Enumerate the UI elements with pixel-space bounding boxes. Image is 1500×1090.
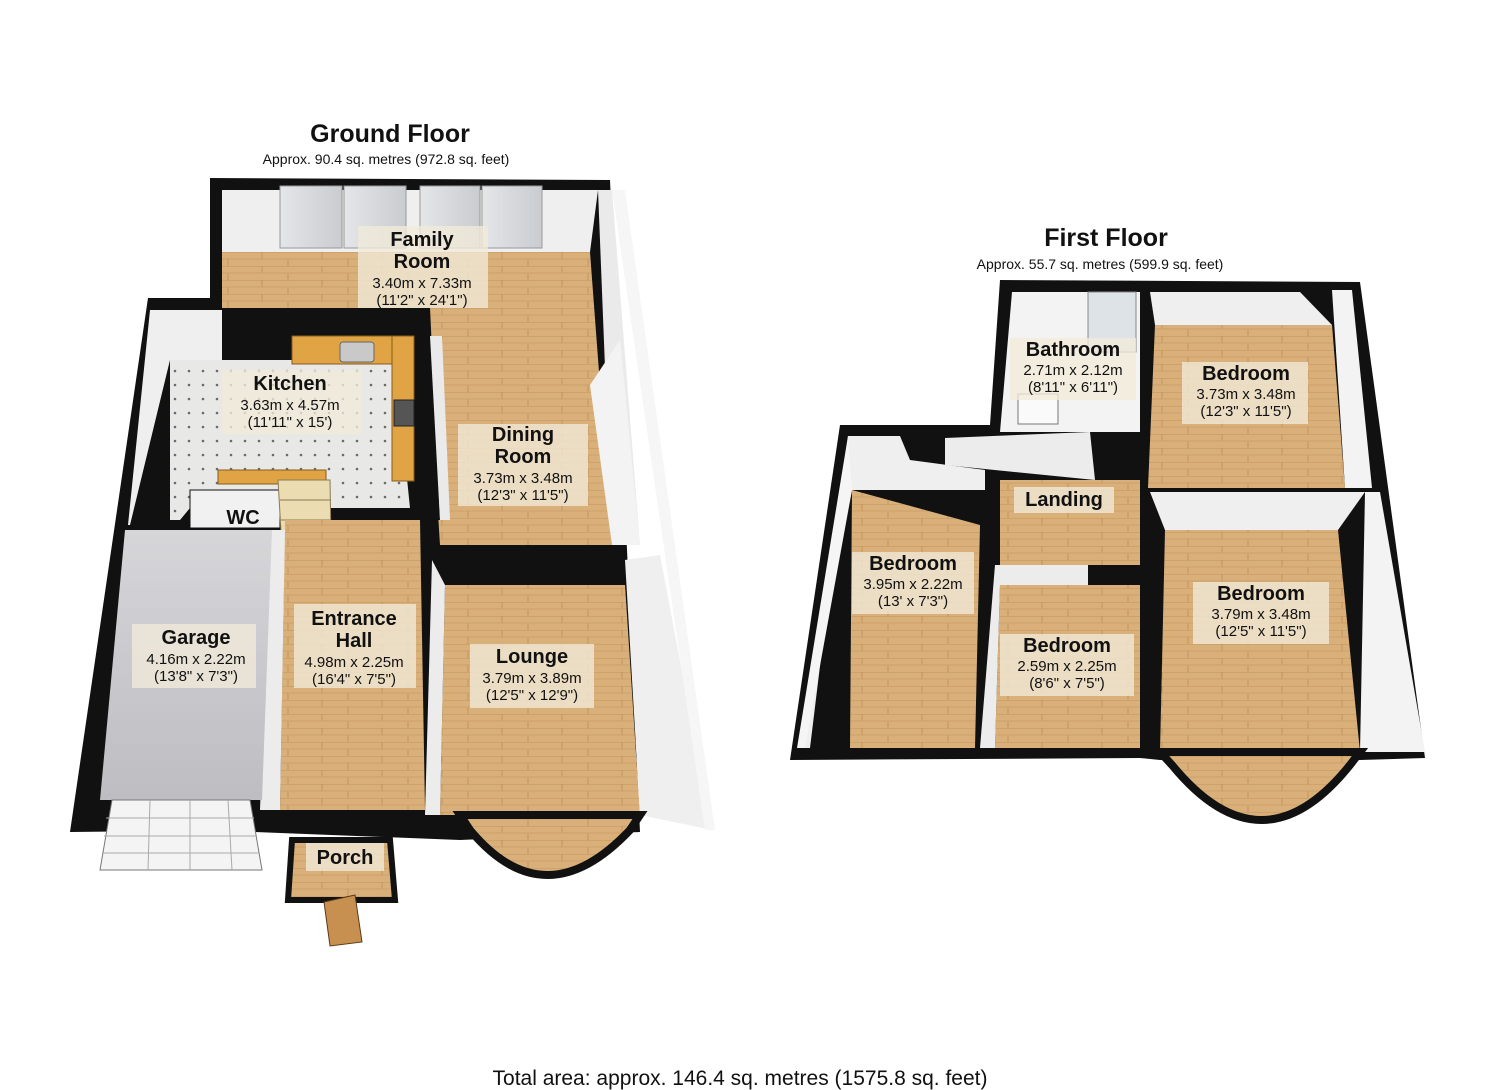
bedroom-rear-right-imperial: (12'3" x 11'5") (1200, 403, 1291, 420)
ground-right-outer-wall (612, 190, 715, 830)
lounge-bay-window (452, 811, 648, 879)
bedroom-small-wall (980, 565, 1088, 748)
bedroom-rear-right-back-wall (1150, 292, 1332, 325)
bedroom-small-imperial: (8'6" x 7'5") (1029, 675, 1105, 692)
bedroom-left-imperial: (13' x 7'3") (878, 593, 948, 610)
dining-room-label-2: Room (495, 446, 552, 468)
kitchen-left-wall (128, 310, 222, 525)
dining-bay-recess (590, 340, 640, 545)
bedroom-left-floor (850, 490, 980, 748)
entrance-hall-metric: 4.98m x 2.25m (304, 654, 403, 671)
bedroom-front-right-imperial: (12'5" x 11'5") (1215, 623, 1306, 640)
bedroom-rear-right-side-wall (1332, 290, 1372, 488)
garage-door (99, 799, 263, 871)
bedroom-left-label: Bedroom (869, 553, 957, 575)
bedroom-rear-right-metric: 3.73m x 3.48m (1196, 386, 1295, 403)
bedroom-front-right-side-wall (1360, 492, 1425, 752)
dining-partition-wall (430, 336, 450, 520)
lounge-right-wall (625, 555, 712, 830)
entrance-hall-label-2: Hall (336, 630, 373, 652)
garage-door-panels (102, 799, 259, 871)
porch-door (323, 894, 363, 947)
bathroom-label: Bathroom (1026, 339, 1120, 361)
wc-label: WC (226, 507, 259, 529)
bedroom-small-metric: 2.59m x 2.25m (1017, 658, 1116, 675)
bedroom-left-outer-wall (797, 436, 852, 748)
porch-label: Porch (317, 847, 374, 869)
family-room-imperial: (11'2" x 24'1") (376, 292, 467, 309)
bathroom-metric: 2.71m x 2.12m (1023, 362, 1122, 379)
kitchen-worktop (217, 335, 415, 485)
lounge-imperial: (12'5" x 12'9") (486, 687, 578, 704)
bedroom-front-right-metric: 3.79m x 3.48m (1211, 606, 1310, 623)
lounge-label: Lounge (496, 646, 568, 668)
kitchen-metric: 3.63m x 4.57m (240, 397, 339, 414)
lounge-metric: 3.79m x 3.89m (482, 670, 581, 687)
first-floor-area: Approx. 55.7 sq. metres (599.9 sq. feet) (977, 256, 1224, 272)
wc-floor (189, 489, 281, 529)
entrance-hall-imperial: (16'4" x 7'5") (312, 671, 396, 688)
bathroom-imperial: (8'11" x 6'11") (1028, 379, 1118, 396)
bedroom-left-metric: 3.95m x 2.22m (863, 576, 962, 593)
dining-room-label-1: Dining (492, 424, 554, 446)
landing-wall (945, 432, 1095, 480)
garage-metric: 4.16m x 2.22m (146, 651, 245, 668)
ground-floor-area: Approx. 90.4 sq. metres (972.8 sq. feet) (263, 151, 510, 167)
family-room-metric: 3.40m x 7.33m (372, 275, 471, 292)
bedroom-small-label: Bedroom (1023, 635, 1111, 657)
bedroom-bay-window (1150, 748, 1369, 824)
family-room-label-1: Family (390, 229, 454, 251)
first-floor-title: First Floor (1044, 224, 1168, 252)
ground-floor: Ground Floor Approx. 90.4 sq. metres (97… (70, 120, 715, 947)
kitchen-label: Kitchen (253, 373, 326, 395)
total-area: Total area: approx. 146.4 sq. metres (15… (493, 1067, 988, 1090)
ground-floor-title: Ground Floor (310, 120, 470, 148)
kitchen-dining-partition (418, 308, 440, 520)
dining-room-metric: 3.73m x 3.48m (473, 470, 572, 487)
landing-label: Landing (1025, 489, 1103, 511)
hall-left-wall (260, 530, 285, 810)
bedroom-rear-right-label: Bedroom (1202, 363, 1290, 385)
first-floor: First Floor Approx. 55.7 sq. metres (599… (790, 224, 1425, 824)
dining-room-imperial: (12'3" x 11'5") (477, 487, 568, 504)
garage-imperial: (13'8" x 7'3") (154, 668, 238, 685)
lounge-left-wall (425, 560, 445, 815)
bedroom-front-right-label: Bedroom (1217, 583, 1305, 605)
bedroom-front-right-back-wall (1150, 492, 1365, 530)
garage-label: Garage (162, 627, 231, 649)
family-room-label-2: Room (394, 251, 451, 273)
entrance-hall-label-1: Entrance (311, 608, 397, 630)
kitchen-imperial: (11'11" x 15') (248, 414, 333, 431)
